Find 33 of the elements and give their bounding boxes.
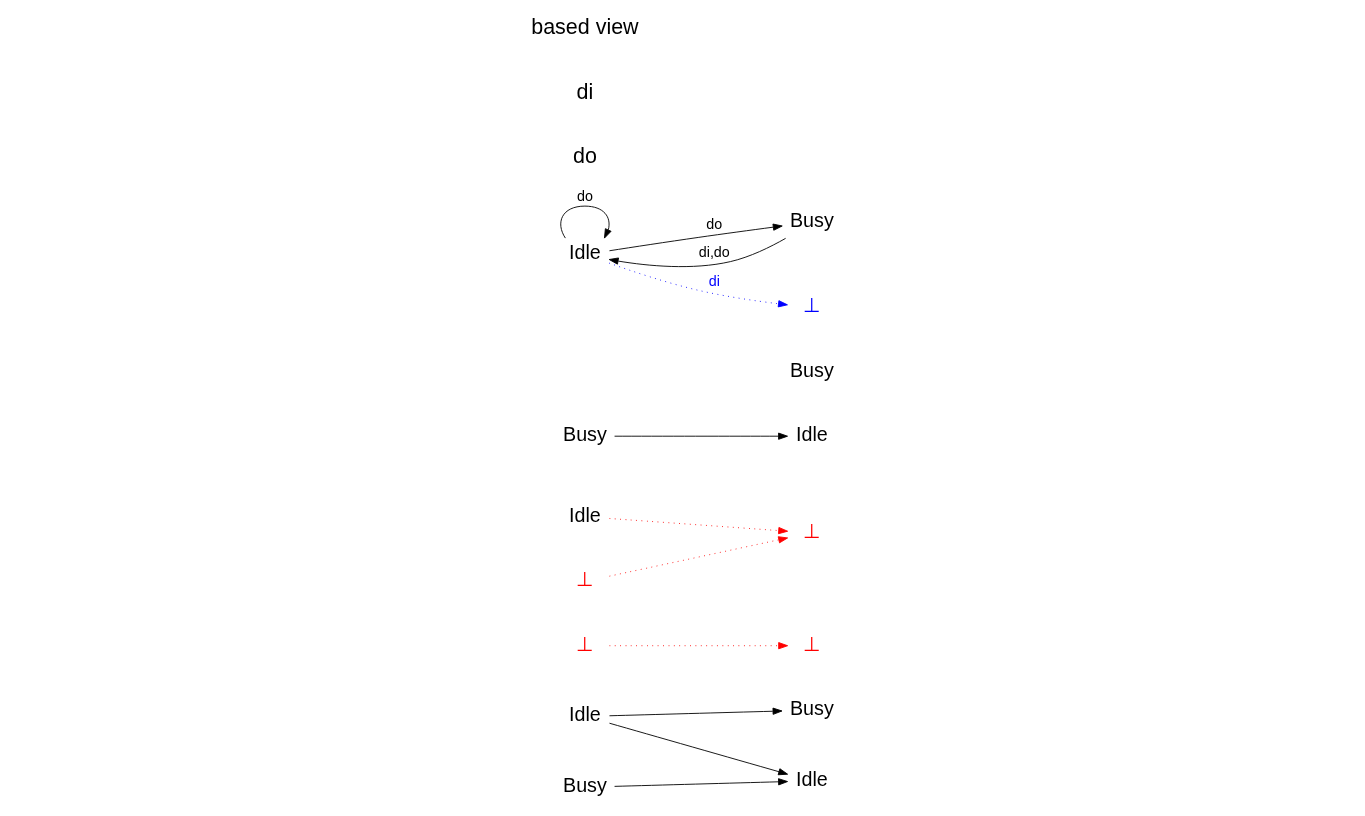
node-text: Busy bbox=[789, 697, 834, 720]
node-text: ⊥ bbox=[803, 519, 821, 542]
arrow bbox=[609, 518, 789, 535]
node-text: Busy bbox=[789, 358, 834, 381]
node-text: Busy bbox=[563, 774, 607, 797]
arrow bbox=[609, 223, 783, 252]
edge-label: di,do bbox=[698, 243, 730, 260]
edge-label: do bbox=[576, 188, 593, 205]
label: do bbox=[572, 144, 597, 169]
node-text: ⊥ bbox=[803, 632, 821, 655]
node-text: ⊥ bbox=[576, 632, 594, 655]
arrow bbox=[614, 432, 788, 440]
arrow bbox=[609, 707, 783, 717]
node-text: Idle bbox=[796, 767, 828, 790]
arrow bbox=[609, 536, 789, 577]
edge-label: do bbox=[706, 216, 723, 233]
arrow bbox=[614, 778, 788, 787]
arrow bbox=[608, 262, 788, 308]
label: based view bbox=[531, 15, 639, 40]
arrow bbox=[560, 205, 612, 239]
node-text: Idle bbox=[569, 503, 601, 526]
node-text: Idle bbox=[796, 423, 828, 446]
arrow bbox=[608, 237, 787, 268]
arrow bbox=[609, 722, 789, 776]
node-text: Idle bbox=[569, 241, 601, 264]
edge-label: di bbox=[708, 272, 720, 289]
arrow bbox=[609, 642, 789, 650]
node-text: ⊥ bbox=[576, 568, 594, 591]
node-text: Idle bbox=[569, 703, 601, 726]
node-text: Busy bbox=[789, 209, 834, 232]
label: di bbox=[576, 79, 594, 104]
node-text: Busy bbox=[563, 423, 607, 446]
node-text: ⊥ bbox=[803, 294, 821, 317]
